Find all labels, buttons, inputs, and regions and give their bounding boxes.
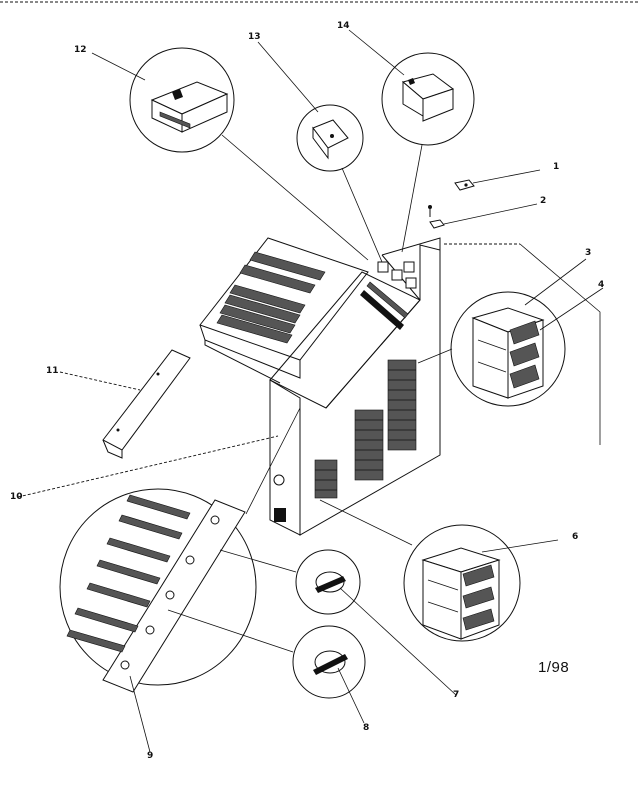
- detail-circle-12: [129, 47, 235, 153]
- part-1-clip: [454, 179, 475, 191]
- element-coils: [66, 494, 191, 653]
- callout-3: 3: [585, 248, 592, 258]
- callout-13: 13: [248, 32, 261, 42]
- date-code: 1/98: [538, 659, 570, 676]
- detail-circle-6: [403, 524, 521, 642]
- callout-7: 7: [453, 690, 460, 700]
- callout-12: 12: [74, 45, 87, 55]
- fuse-blocks: [314, 359, 417, 499]
- part-11-bracket: [102, 349, 191, 459]
- callout-4: 4: [598, 280, 605, 290]
- detail-circle-3-4: [450, 291, 566, 407]
- part-2-screw: [428, 205, 445, 229]
- callout-2: 2: [540, 196, 547, 206]
- detail-circle-7: [295, 549, 361, 615]
- callout-1: 1: [553, 162, 560, 172]
- detail-circle-13: [296, 104, 364, 172]
- detail-circle-9: [59, 488, 257, 693]
- callout-11: 11: [46, 366, 59, 376]
- callout-9: 9: [147, 751, 154, 761]
- callout-6: 6: [572, 532, 579, 542]
- callout-10: 10: [10, 492, 23, 502]
- detail-circle-8: [292, 625, 366, 699]
- cabinet-body: [199, 237, 441, 536]
- heater-coils-top: [216, 251, 326, 344]
- leader-lines: [17, 29, 604, 753]
- callout-14: 14: [337, 21, 350, 31]
- callout-8: 8: [363, 723, 370, 733]
- terminal-strip: [360, 281, 409, 330]
- detail-circle-14: [381, 52, 475, 146]
